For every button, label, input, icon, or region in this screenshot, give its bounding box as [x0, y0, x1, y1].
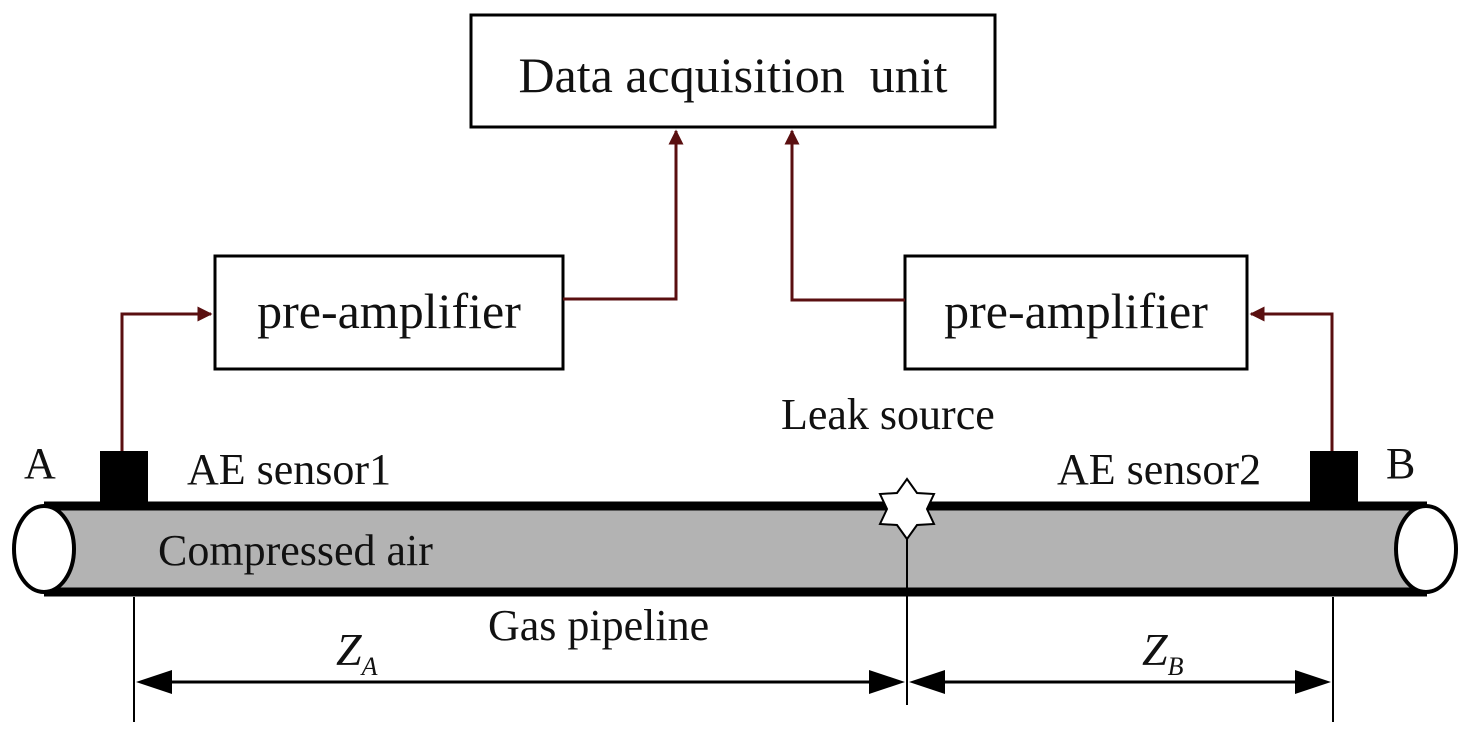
sensor2-label: AE sensor2 — [1057, 445, 1261, 494]
dim-arrow-za-left — [136, 670, 172, 694]
gas-pipeline-label: Gas pipeline — [488, 601, 709, 650]
preamp-right-label: pre-amplifier — [944, 283, 1208, 339]
end-a-label: A — [24, 439, 56, 488]
za-label: ZA — [336, 624, 378, 681]
zb-label: ZB — [1142, 624, 1184, 681]
compressed-air-label: Compressed air — [158, 526, 433, 575]
dim-arrow-zb-left — [909, 670, 945, 694]
signal-line-sensor1-to-preamp — [120, 306, 213, 452]
preamp-left-box — [213, 254, 565, 371]
signal-line-preamp-right-to-daq — [784, 129, 905, 302]
dim-arrow-zb-right — [1295, 670, 1331, 694]
sensor1-label: AE sensor1 — [187, 445, 391, 494]
pipe-right-end — [1394, 504, 1458, 594]
ae-sensor1-block — [100, 451, 148, 506]
end-b-label: B — [1386, 439, 1415, 488]
signal-line-sensor2-to-preamp — [1249, 306, 1334, 452]
leak-source-label: Leak source — [781, 390, 995, 439]
signal-line-preamp-left-to-daq — [563, 129, 684, 301]
daq-unit-label: Data acquisition unit — [518, 47, 947, 103]
pipe-body — [44, 506, 1427, 592]
daq-unit-box — [469, 13, 997, 129]
pipe-left-end — [12, 504, 76, 594]
dim-arrow-za-right — [869, 670, 905, 694]
ae-sensor2-block — [1310, 451, 1358, 506]
preamp-left-label: pre-amplifier — [257, 283, 521, 339]
preamp-right-box — [903, 254, 1249, 371]
